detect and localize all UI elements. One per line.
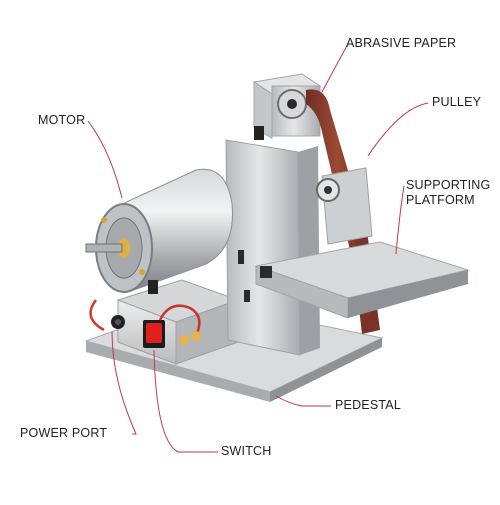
leader-switch (153, 349, 218, 453)
label-motor: MOTOR (38, 113, 86, 127)
motor (85, 168, 233, 294)
leader-motor (87, 120, 123, 199)
supporting-platform (254, 241, 470, 319)
label-abrasive-paper: ABRASIVE PAPER (346, 36, 457, 50)
motor-shaft (85, 243, 123, 253)
switch-box (89, 279, 240, 365)
leader-power-port (111, 331, 137, 435)
side-pulley-block (316, 167, 373, 245)
leader-abrasive-paper (321, 43, 349, 93)
rocker-switch (146, 323, 162, 343)
label-supporting-platform: SUPPORTING PLATFORM (406, 178, 490, 208)
leader-lines (87, 43, 429, 453)
upright-column (225, 139, 320, 356)
label-power-port: POWER PORT (20, 426, 108, 440)
leader-supporting-platform (395, 185, 405, 255)
leader-pedestal (275, 395, 331, 407)
label-supporting-platform-line2: PLATFORM (406, 193, 475, 207)
label-switch: SWITCH (221, 444, 272, 458)
label-pedestal: PEDESTAL (335, 398, 401, 412)
label-supporting-platform-line1: SUPPORTING (406, 178, 491, 192)
leader-pulley (367, 102, 429, 157)
label-pulley: PULLEY (432, 95, 482, 109)
